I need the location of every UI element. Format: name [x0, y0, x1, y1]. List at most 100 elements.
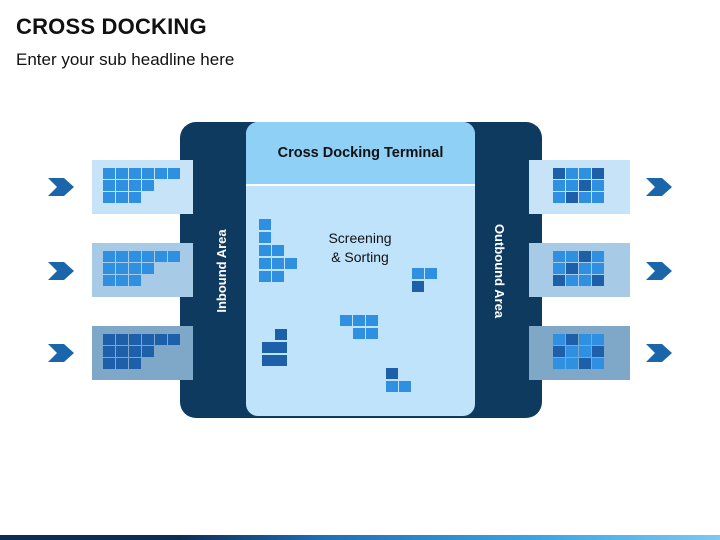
outbound-slot-2 — [529, 243, 630, 297]
box-cell-icon — [553, 334, 565, 345]
box-cell-icon — [116, 358, 128, 369]
chevron-arrow-right-icon — [646, 262, 672, 280]
screening-sorting-label: Screening & Sorting — [310, 229, 410, 267]
box-cell-icon — [103, 251, 115, 262]
box-cell-icon — [592, 251, 604, 262]
screening-line-2: & Sorting — [331, 249, 389, 265]
box-cell-icon — [553, 263, 565, 274]
box-cell-icon — [412, 268, 424, 279]
box-cell-icon — [579, 192, 591, 203]
terminal-heading: Cross Docking Terminal — [246, 122, 475, 186]
box-cell-icon — [129, 168, 141, 179]
box-cell-icon — [116, 275, 128, 286]
box-cell-icon — [366, 315, 378, 326]
box-cell-icon — [155, 251, 167, 262]
box-cell-icon — [103, 346, 115, 357]
box-cell-icon — [272, 245, 284, 256]
box-cell-icon — [553, 251, 565, 262]
box-cell-icon — [272, 258, 284, 269]
box-cell-icon — [259, 271, 271, 282]
box-cell-icon — [579, 263, 591, 274]
box-cell-icon — [592, 263, 604, 274]
box-cell-icon — [579, 168, 591, 179]
chevron-arrow-right-icon — [646, 178, 672, 196]
box-cell-icon — [142, 180, 154, 191]
box-cell-icon — [566, 168, 578, 179]
box-cell-icon — [116, 346, 128, 357]
box-cell-icon — [553, 346, 565, 357]
box-cell-icon — [103, 180, 115, 191]
box-cell-icon — [262, 355, 287, 366]
box-cell-icon — [579, 180, 591, 191]
outbound-slot-1 — [529, 160, 630, 214]
box-cell-icon — [579, 358, 591, 369]
footer-gradient-bar — [0, 535, 720, 540]
box-cell-icon — [272, 271, 284, 282]
box-cell-icon — [566, 334, 578, 345]
outbound-area-label: Outbound Area — [492, 223, 507, 319]
box-cell-icon — [592, 192, 604, 203]
inbound-slot-2 — [92, 243, 193, 297]
box-cell-icon — [566, 275, 578, 286]
page-subtitle: Enter your sub headline here — [16, 50, 235, 69]
box-cell-icon — [155, 334, 167, 345]
box-cell-icon — [142, 168, 154, 179]
box-cell-icon — [129, 192, 141, 203]
box-cell-icon — [592, 168, 604, 179]
page-title: CROSS DOCKING — [16, 14, 207, 39]
box-cell-icon — [285, 258, 297, 269]
box-cell-icon — [566, 263, 578, 274]
box-cell-icon — [142, 251, 154, 262]
chevron-arrow-right-icon — [48, 344, 74, 362]
box-cell-icon — [566, 192, 578, 203]
box-cell-icon — [275, 329, 287, 340]
box-cell-icon — [553, 358, 565, 369]
box-cell-icon — [592, 334, 604, 345]
chevron-arrow-right-icon — [48, 262, 74, 280]
inbound-slot-3 — [92, 326, 193, 380]
box-cell-icon — [129, 251, 141, 262]
box-cell-icon — [592, 346, 604, 357]
box-cell-icon — [425, 268, 437, 279]
box-cell-icon — [142, 263, 154, 274]
box-cell-icon — [262, 342, 287, 353]
screening-line-1: Screening — [328, 230, 392, 246]
box-cell-icon — [129, 346, 141, 357]
box-cell-icon — [592, 358, 604, 369]
box-cell-icon — [142, 334, 154, 345]
box-cell-icon — [129, 180, 141, 191]
box-cell-icon — [566, 346, 578, 357]
box-cell-icon — [129, 358, 141, 369]
box-cell-icon — [579, 275, 591, 286]
box-cell-icon — [259, 219, 271, 230]
box-cell-icon — [353, 315, 365, 326]
box-cell-icon — [168, 168, 180, 179]
box-cell-icon — [116, 263, 128, 274]
box-cell-icon — [259, 232, 271, 243]
box-cell-icon — [386, 381, 398, 392]
box-cell-icon — [566, 358, 578, 369]
inbound-area-label: Inbound Area — [214, 229, 229, 313]
box-cell-icon — [168, 334, 180, 345]
box-cell-icon — [579, 251, 591, 262]
box-cell-icon — [592, 180, 604, 191]
box-cell-icon — [142, 346, 154, 357]
box-cell-icon — [579, 334, 591, 345]
box-cell-icon — [259, 245, 271, 256]
box-cell-icon — [116, 168, 128, 179]
box-cell-icon — [103, 192, 115, 203]
box-cell-icon — [129, 334, 141, 345]
terminal-inner-area: Cross Docking Terminal — [246, 122, 475, 416]
box-cell-icon — [103, 263, 115, 274]
box-cell-icon — [553, 192, 565, 203]
box-cell-icon — [155, 168, 167, 179]
box-cell-icon — [366, 328, 378, 339]
box-cell-icon — [168, 251, 180, 262]
box-cell-icon — [116, 180, 128, 191]
box-cell-icon — [566, 251, 578, 262]
box-cell-icon — [129, 275, 141, 286]
box-cell-icon — [116, 251, 128, 262]
box-cell-icon — [412, 281, 424, 292]
box-cell-icon — [103, 334, 115, 345]
chevron-arrow-right-icon — [48, 178, 74, 196]
